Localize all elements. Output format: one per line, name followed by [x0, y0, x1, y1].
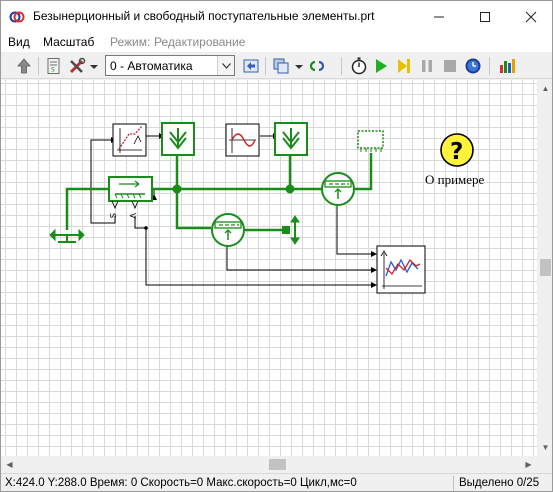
inertialess-element-block[interactable] [108, 176, 153, 210]
port-v-label: V [128, 213, 137, 219]
pause-icon[interactable] [417, 56, 437, 76]
menu-view[interactable]: Вид [8, 35, 30, 49]
toolbar-separator [38, 57, 39, 75]
clock-icon[interactable] [463, 56, 483, 76]
force-source-block-2[interactable] [274, 122, 308, 156]
scroll-down-icon[interactable]: ▼ [541, 443, 550, 452]
minimize-icon [434, 16, 444, 18]
menu-bar: Вид Масштаб Режим: Редактирование [1, 32, 552, 52]
chevron-down-icon[interactable] [217, 56, 234, 75]
stop-icon[interactable] [440, 56, 460, 76]
tools-dropdown-icon[interactable] [88, 56, 100, 76]
window-title: Безынерционный и свободный поступательны… [33, 9, 375, 23]
status-selected: Выделено 0/25 [459, 477, 540, 489]
scrollbar-corner [537, 456, 552, 473]
svg-text:S: S [51, 67, 55, 74]
scroll-right-icon[interactable]: ▶ [525, 460, 532, 469]
terminal-block[interactable] [357, 130, 384, 152]
toolbar-separator [489, 57, 490, 75]
diagram: S V [49, 122, 474, 294]
app-logo-icon [9, 11, 25, 23]
close-icon [525, 11, 537, 23]
stopwatch-icon[interactable] [349, 56, 369, 76]
vertical-scroll-thumb[interactable] [540, 259, 551, 276]
menu-mode-value: Редактирование [154, 35, 246, 49]
link-icon[interactable] [307, 56, 327, 76]
signal-links [90, 135, 371, 286]
toolbar-separator [341, 57, 342, 75]
status-bar: X:424.0 Y:288.0 Время: 0 Скорость=0 Макс… [1, 473, 552, 491]
layers-dropdown-icon[interactable] [293, 56, 305, 76]
toolbar: S 0 - Автоматика [1, 53, 552, 79]
question-mark-icon[interactable]: ? [440, 133, 474, 167]
minimize-button[interactable] [416, 1, 462, 32]
menu-scale[interactable]: Масштаб [43, 35, 95, 49]
diagram-canvas[interactable]: S V [1, 80, 537, 456]
toolbar-separator [265, 57, 266, 75]
title-bar[interactable]: Безынерционный и свободный поступательны… [1, 1, 552, 32]
free-end-arrow[interactable] [290, 215, 300, 245]
scroll-left-icon[interactable]: ◀ [6, 460, 13, 469]
script-icon[interactable]: S [44, 56, 64, 76]
maximize-button[interactable] [462, 1, 508, 32]
status-separator [453, 476, 454, 491]
plot-block[interactable] [376, 245, 426, 294]
up-arrow-icon[interactable] [14, 56, 34, 76]
flip-icon[interactable] [241, 56, 261, 76]
ground-support[interactable] [49, 228, 85, 243]
free-element-block-2[interactable] [321, 172, 355, 206]
copy-layers-icon[interactable] [271, 56, 291, 76]
force-source-block-1[interactable] [161, 122, 195, 156]
svg-text:?: ? [450, 139, 463, 165]
scroll-up-icon[interactable]: ▲ [541, 84, 550, 93]
play-icon[interactable] [371, 56, 391, 76]
mode-select-value: 0 - Автоматика [110, 59, 193, 73]
link-nodes [172, 184, 295, 234]
function-generator-block[interactable] [112, 123, 147, 157]
mode-select[interactable]: 0 - Автоматика [105, 55, 235, 76]
about-label[interactable]: О примере [425, 172, 485, 187]
step-icon[interactable] [394, 56, 414, 76]
horizontal-scroll-thumb[interactable] [269, 459, 286, 470]
sine-generator-block[interactable] [225, 123, 260, 157]
port-s-label: S [108, 213, 117, 218]
vertical-scrollbar[interactable]: ▲ ▼ [537, 80, 552, 456]
free-element-block-1[interactable] [211, 213, 245, 247]
status-coordinates: X:424.0 Y:288.0 Время: 0 Скорость=0 Макс… [5, 477, 357, 489]
close-button[interactable] [508, 1, 552, 32]
horizontal-scrollbar[interactable]: ◀ ▶ [1, 456, 537, 473]
tools-icon[interactable] [67, 56, 87, 76]
menu-mode-label: Режим: [110, 35, 151, 49]
bar-chart-icon[interactable] [497, 56, 517, 76]
maximize-icon [480, 12, 490, 22]
